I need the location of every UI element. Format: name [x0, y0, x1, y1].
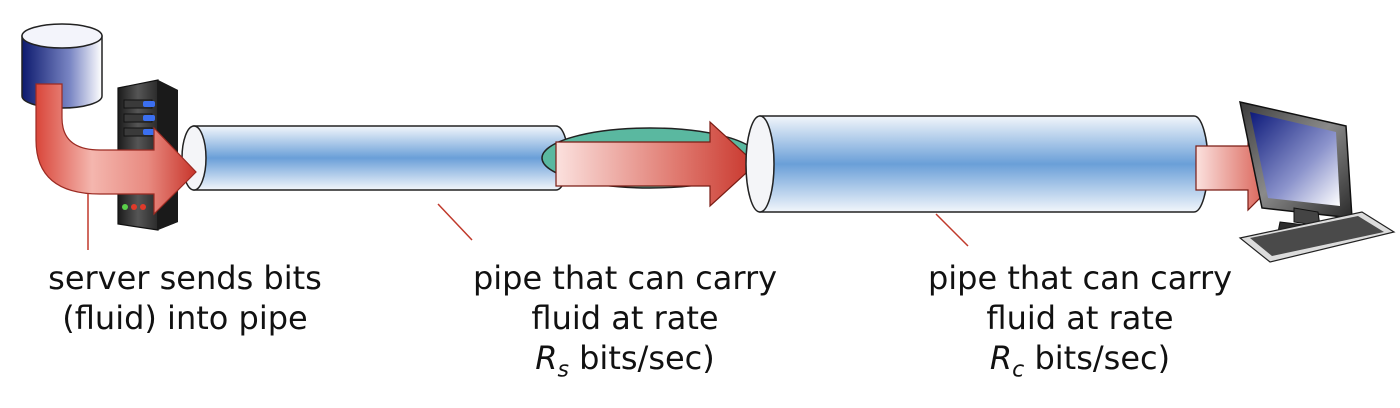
- server-to-pipe-arrow: [35, 83, 197, 216]
- pipe-rc-caption: pipe that can carry fluid at rate Rc bit…: [910, 258, 1250, 390]
- pipe-rs-caption: pipe that can carry fluid at rate Rs bit…: [455, 258, 795, 390]
- server-caption-line2: (fluid) into pipe: [62, 299, 308, 337]
- rate-subscript: c: [1012, 357, 1025, 383]
- server-caption-line1: server sends bits: [48, 259, 322, 297]
- pipe-rs-rate: Rs bits/sec): [455, 338, 795, 390]
- server-caption: server sends bits (fluid) into pipe: [20, 258, 350, 338]
- keyboard-icon: [1238, 211, 1396, 263]
- pipe-rc-rate: Rc bits/sec): [910, 338, 1250, 390]
- pipe-rs: [181, 125, 569, 191]
- pipe-rs-caption-line2: fluid at rate: [531, 299, 719, 337]
- rate-subscript: s: [557, 357, 569, 383]
- rate-symbol: R: [989, 339, 1013, 377]
- rate-unit: bits/sec): [579, 339, 715, 377]
- pipe-transfer-arrow: [555, 120, 757, 208]
- pipe-rc-leader-line: [935, 213, 969, 247]
- computer-icon: [1239, 101, 1353, 237]
- pipe-rs-caption-line1: pipe that can carry: [472, 259, 778, 297]
- pipe-rc-caption-line1: pipe that can carry: [927, 259, 1233, 297]
- rate-symbol: R: [535, 339, 558, 377]
- rate-unit: bits/sec): [1034, 339, 1171, 377]
- pipe-rc: [745, 115, 1209, 213]
- pipe-rs-leader-line: [437, 203, 473, 241]
- pipe-rc-caption-line2: fluid at rate: [986, 299, 1174, 337]
